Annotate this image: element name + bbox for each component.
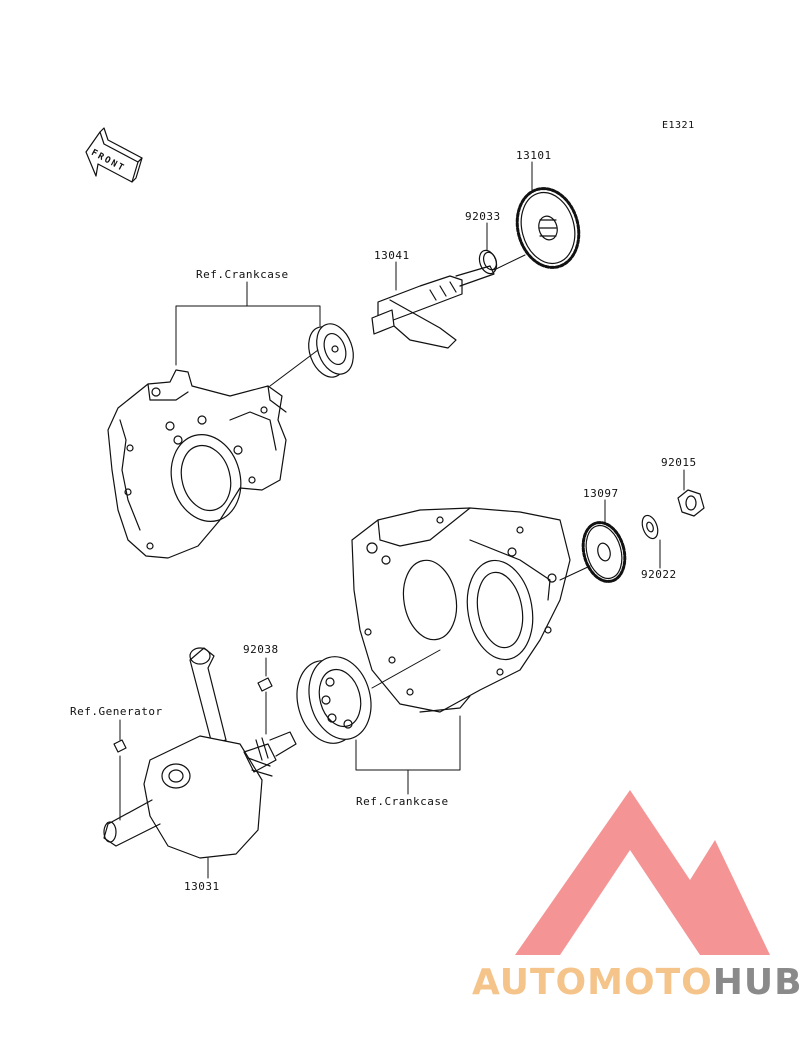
leader-lines bbox=[119, 161, 685, 879]
label-13041: 13041 bbox=[374, 249, 410, 262]
label-92038: 92038 bbox=[243, 643, 279, 656]
washer-92022 bbox=[641, 514, 659, 540]
bearing-bottom bbox=[296, 656, 372, 744]
watermark-logo bbox=[515, 790, 770, 955]
balancer-shaft bbox=[371, 265, 495, 349]
key-92038 bbox=[257, 677, 273, 692]
diagram-code: E1321 bbox=[662, 120, 695, 131]
label-92015: 92015 bbox=[661, 456, 697, 469]
bearing-top bbox=[308, 323, 354, 378]
label-92022: 92022 bbox=[641, 568, 677, 581]
watermark-part1: AUTOMOTO bbox=[472, 962, 713, 1003]
label-13101: 13101 bbox=[516, 149, 552, 162]
watermark-part2: HUB bbox=[712, 962, 800, 1003]
label-13031: 13031 bbox=[184, 880, 220, 893]
front-arrow-icon bbox=[85, 127, 143, 183]
circlip bbox=[478, 249, 498, 275]
nut-92015 bbox=[677, 489, 705, 517]
crankcase-right-half bbox=[351, 507, 571, 713]
label-ref-crankcase-bottom: Ref.Crankcase bbox=[356, 795, 449, 808]
watermark-text: AUTOMOTOHUB bbox=[472, 962, 800, 1003]
label-ref-generator: Ref.Generator bbox=[70, 705, 163, 718]
crankshaft bbox=[103, 647, 297, 859]
gear-13097 bbox=[581, 521, 627, 583]
label-92033: 92033 bbox=[465, 210, 501, 223]
crankcase-left-half bbox=[107, 369, 287, 559]
label-ref-crankcase-top: Ref.Crankcase bbox=[196, 268, 289, 281]
key-generator bbox=[113, 739, 127, 753]
label-13097: 13097 bbox=[583, 487, 619, 500]
gear-13101 bbox=[515, 187, 581, 269]
